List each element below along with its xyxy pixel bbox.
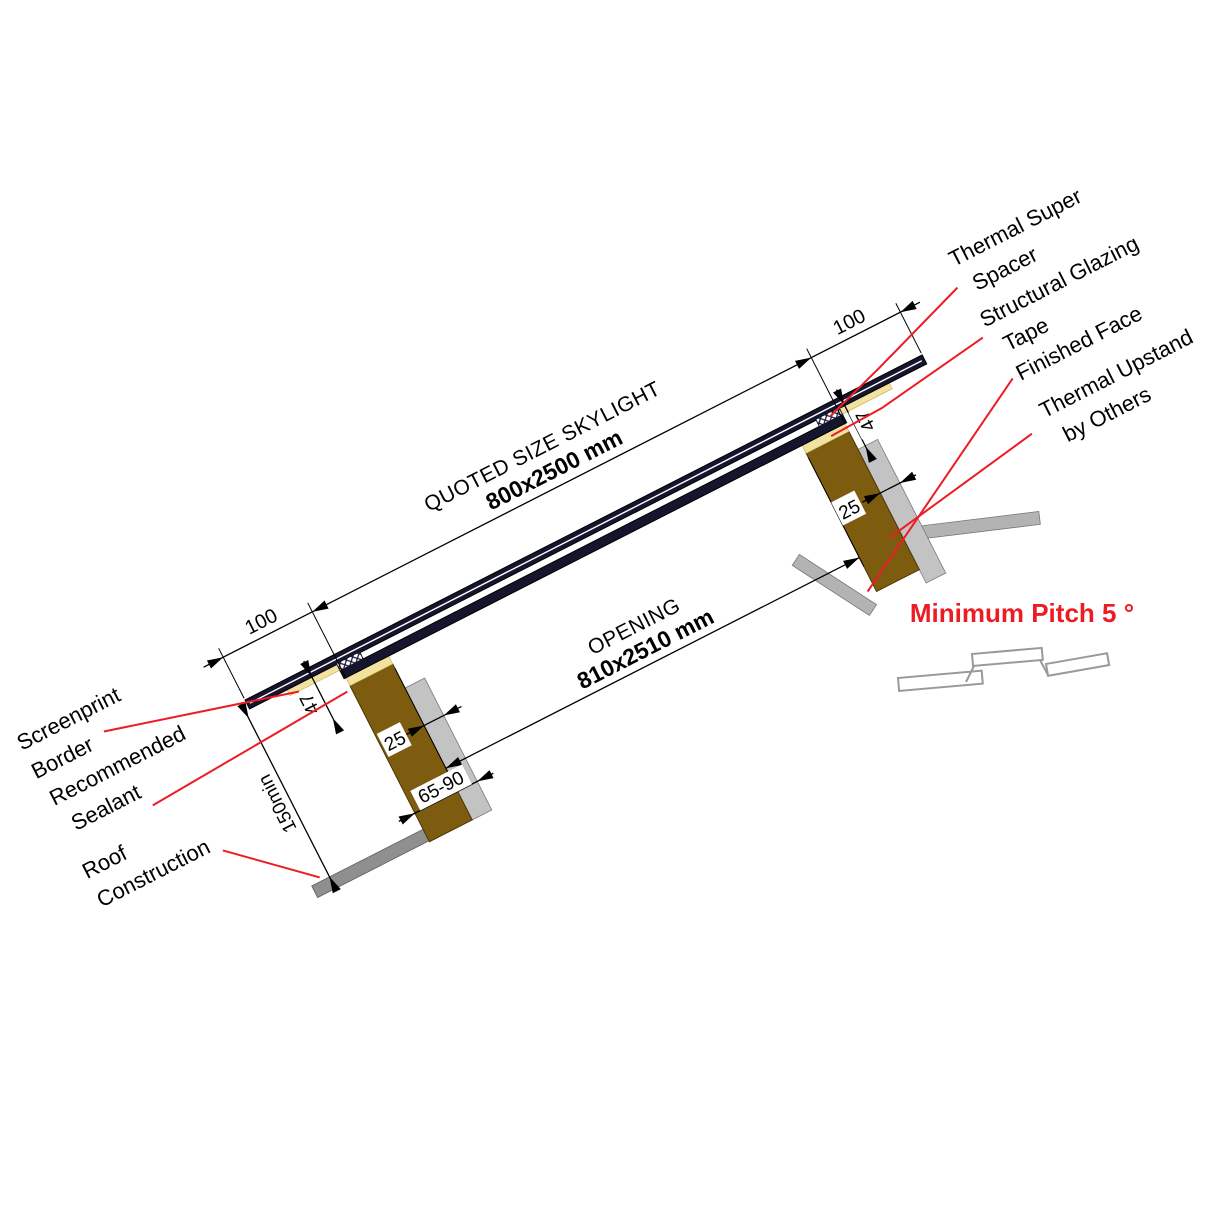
dim-quoted-size-label: QUOTED SIZE SKYLIGHT — [421, 377, 665, 516]
dim-edge-right: 100 — [830, 305, 870, 340]
leader-screenprint-border — [103, 690, 300, 733]
leader-recommended-sealant — [152, 690, 348, 807]
roof-construction-left — [311, 828, 430, 899]
pitch-diagram-left-joint — [965, 665, 975, 683]
dimension-upstand-height: 150min — [237, 702, 341, 894]
leader-thermal-super-spacer — [829, 286, 959, 418]
glass-inner-pane — [339, 413, 848, 680]
glass-laminate-line — [249, 360, 923, 704]
leader-finished-face — [866, 377, 1014, 593]
leader-thermal-upstand — [888, 432, 1033, 539]
pitch-diagram-left-panel — [896, 669, 984, 693]
dim-upstand-height: 150min — [254, 771, 301, 836]
dimension-board-right: 25 — [831, 471, 917, 526]
callout-labels: Thermal Super Spacer Structural Glazing … — [13, 183, 1197, 912]
roof-construction-right — [921, 510, 1041, 540]
roof-deck-edge-right — [791, 553, 878, 617]
thermal-spacer-left — [335, 651, 364, 672]
dimension-bond-right: 47 — [833, 388, 880, 463]
pitch-diagram-skylight — [970, 646, 1044, 668]
minimum-pitch-note: Minimum Pitch 5 ° — [896, 598, 1134, 693]
leader-lines — [103, 286, 1033, 879]
dim-edge-left: 100 — [242, 605, 282, 640]
leader-structural-glazing-tape — [830, 336, 984, 438]
minimum-pitch-text: Minimum Pitch 5 ° — [910, 598, 1134, 628]
drawing-rotated-group: 100 QUOTED SIZE SKYLIGHT 800x2500 mm 100… — [13, 183, 1197, 912]
pitch-diagram-right-panel — [1044, 652, 1111, 677]
minimum-pitch-mini-diagram — [896, 646, 1111, 693]
leader-roof-construction — [222, 849, 320, 879]
thermal-spacer-right — [815, 406, 844, 428]
